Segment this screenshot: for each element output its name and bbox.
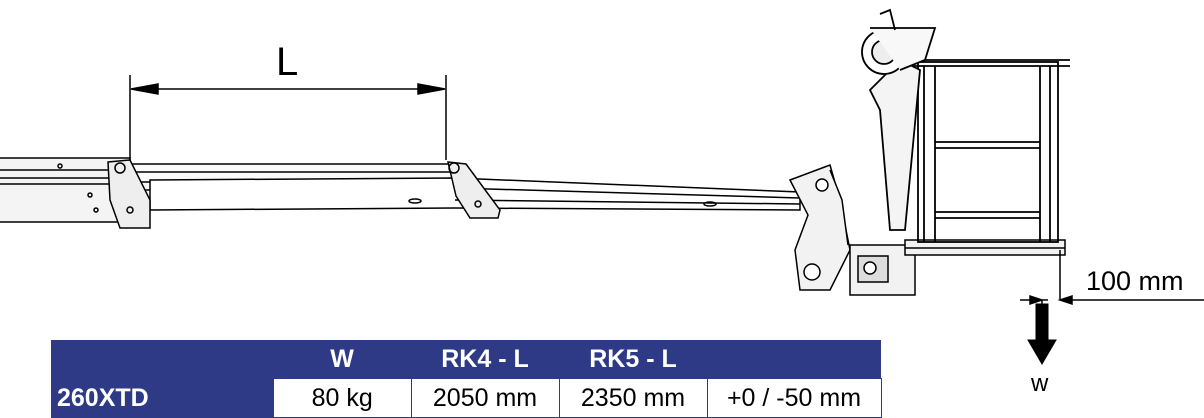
header-rk4: RK4 - L — [411, 340, 559, 379]
rk5-length-cell: 2350 mm — [558, 378, 708, 418]
offset-dimension — [1020, 250, 1204, 320]
model-cell: 260XTD — [51, 378, 273, 418]
header-rk5: RK5 - L — [559, 340, 707, 379]
offset-label: 100 mm — [1086, 266, 1184, 296]
header-row: W RK4 - L RK5 - L — [51, 340, 881, 379]
tolerance-cell: +0 / -50 mm — [706, 378, 882, 418]
boom-head — [788, 164, 1066, 296]
weight-cell: 80 kg — [272, 378, 412, 418]
basket — [861, 8, 1070, 243]
length-dimension — [129, 75, 447, 160]
length-label: L — [276, 40, 299, 84]
header-weight: W — [273, 340, 411, 379]
header-tolerance — [707, 340, 881, 379]
load-arrow — [1027, 303, 1057, 365]
load-label: w — [1031, 370, 1049, 397]
table-row: 260XTD 80 kg 2050 mm 2350 mm +0 / -50 mm — [51, 378, 882, 418]
spec-table: W RK4 - L RK5 - L 260XTD 80 kg 2050 mm 2… — [51, 340, 882, 418]
header-model — [51, 340, 273, 379]
boom-arm — [0, 157, 801, 229]
rk4-length-cell: 2050 mm — [410, 378, 560, 418]
